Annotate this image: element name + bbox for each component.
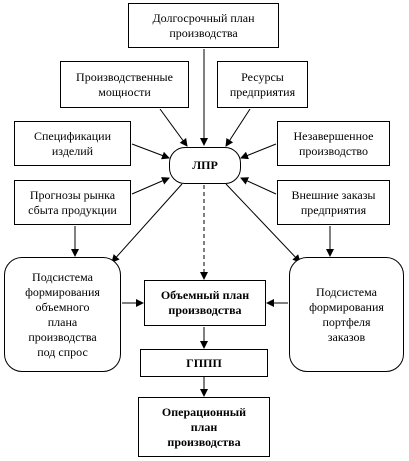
arrow-specs-to-lpr bbox=[131, 143, 170, 160]
arrow-lpr-to-sub-left bbox=[111, 183, 183, 263]
external-orders-box: Внешние заказы предприятия bbox=[277, 180, 390, 225]
operational-production-plan-box: Операционный план производства bbox=[138, 397, 270, 457]
work-in-progress-box: Незавершенное производство bbox=[277, 121, 390, 166]
arrow-capacity-to-lpr bbox=[159, 108, 188, 147]
arrow-resources-to-lpr bbox=[225, 108, 251, 147]
arrow-forecast-to-lpr bbox=[131, 177, 170, 195]
volume-plan-subsystem-box: Подсистема формирования объемного плана … bbox=[4, 257, 121, 372]
lpr-decision-maker-node: ЛПР bbox=[169, 147, 241, 184]
market-forecast-box: Прогнозы рынка сбыта продукции bbox=[14, 180, 131, 225]
arrow-wip-to-lpr bbox=[240, 143, 277, 160]
gppp-box: ГППП bbox=[140, 349, 268, 377]
enterprise-resources-box: Ресурсы предприятия bbox=[217, 61, 308, 108]
production-capacity-box: Производственные мощности bbox=[60, 61, 189, 108]
arrow-lpr-to-sub-right bbox=[225, 183, 301, 263]
arrow-external-to-lpr bbox=[240, 177, 277, 195]
volume-production-plan-box: Объемный план производства bbox=[144, 280, 266, 326]
longterm-plan-box: Долгосрочный план производства bbox=[128, 3, 279, 48]
product-specifications-box: Спецификации изделий bbox=[14, 121, 131, 166]
order-portfolio-subsystem-box: Подсистема формирования портфеля заказов bbox=[289, 257, 404, 372]
